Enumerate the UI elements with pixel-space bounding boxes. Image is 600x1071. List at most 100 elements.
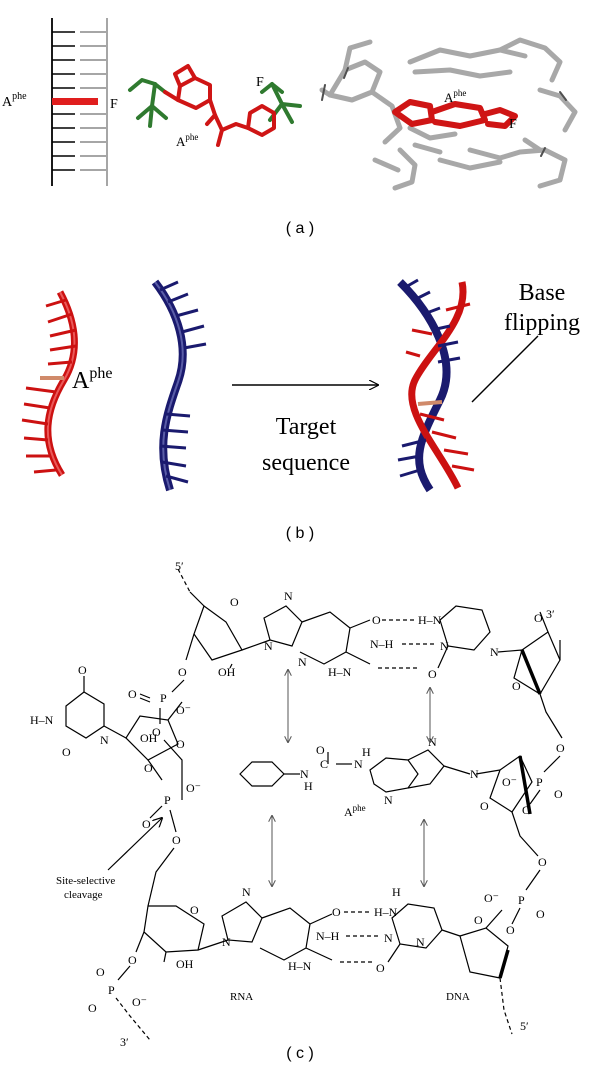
dna-label: DNA [446, 991, 470, 1003]
g-top-o: O [372, 613, 381, 627]
bottom-cytosine [387, 903, 461, 963]
svg-text:O: O [144, 761, 153, 775]
svg-text:OH: OH [140, 731, 158, 745]
svg-text:O: O [480, 799, 489, 813]
top-p-o1: O [128, 687, 137, 701]
svg-text:N: N [470, 767, 479, 781]
target-label-line1: Target [276, 414, 337, 440]
top-p-ominus: O⁻ [176, 703, 191, 717]
svg-text:O: O [506, 923, 515, 937]
top-cytosine [437, 605, 491, 669]
svg-text:N: N [222, 935, 231, 949]
top-p: P [160, 691, 167, 705]
bottom-5prime: 5′ [520, 1019, 529, 1033]
svg-text:N: N [428, 735, 437, 749]
svg-text:O: O [78, 663, 87, 677]
base-flipping-line1: Base [519, 280, 566, 306]
duplex-flipped-base [417, 400, 443, 406]
bottom-p: P [108, 983, 115, 997]
svg-text:O⁻: O⁻ [484, 891, 499, 905]
cleavage-line2: cleavage [64, 889, 103, 901]
red-rna-strand [21, 290, 78, 477]
svg-text:O: O [62, 745, 71, 759]
svg-text:O: O [512, 679, 521, 693]
ladder-f-label: F [110, 97, 118, 112]
aphe-pair-bar [52, 98, 98, 105]
svg-text:N–H: N–H [316, 929, 340, 943]
svg-text:H: H [304, 779, 313, 793]
aphe-red-sticks [163, 64, 276, 147]
base-flipping-pointer [471, 335, 539, 403]
svg-text:O: O [128, 953, 137, 967]
aphe-central [239, 749, 471, 793]
svg-text:O: O [190, 903, 199, 917]
rna-bottom-ribose [135, 905, 229, 963]
svg-text:O: O [96, 965, 105, 979]
svg-text:O: O [376, 961, 385, 975]
ladder-aphe-label: Aphe [2, 91, 27, 110]
cleavage-arrow [107, 818, 162, 871]
svg-text:H–N: H–N [288, 959, 312, 973]
strand-aphe-label: Aphe [72, 365, 112, 394]
svg-text:N: N [100, 733, 109, 747]
rna-top-ribose [177, 568, 271, 669]
panel-a-label: ( a ) [286, 220, 314, 237]
top-oh: OH [218, 665, 236, 679]
base-flipping-line2: flipping [504, 310, 580, 336]
top-p-o2: O [152, 725, 161, 739]
model-f-label: F [509, 117, 517, 132]
panel-b: Aphe Target sequence [21, 278, 580, 542]
aphe-stick-structure: F Aphe [128, 64, 302, 149]
bottom-guanine [221, 901, 333, 961]
svg-text:O: O [142, 817, 151, 831]
svg-text:N: N [300, 767, 309, 781]
svg-text:O: O [556, 741, 565, 755]
central-p: P [164, 793, 171, 807]
right-partner-sticks [260, 82, 302, 124]
left-partner-sticks [128, 78, 168, 128]
ring-o: O [230, 595, 239, 609]
bottom-3prime: 3′ [120, 1035, 129, 1049]
svg-text:N: N [298, 655, 307, 669]
uracil-hn: H–N [30, 713, 54, 727]
model-aphe-red [392, 99, 518, 129]
panel-c: O 5′ OH O P O O⁻ O N N N O N–H H–N H–N [30, 559, 565, 1062]
svg-text:O: O [172, 833, 181, 847]
dna-bottom-deoxyribose [459, 909, 513, 1035]
svg-text:N: N [264, 639, 273, 653]
top-o-link: O [178, 665, 187, 679]
model-aphe-label: Aphe [444, 88, 466, 105]
top-guanine [263, 605, 371, 665]
structure-f-label: F [256, 75, 264, 90]
aphe-label: Aphe [344, 803, 366, 819]
duplex-3d-model: Aphe F [319, 37, 578, 191]
svg-text:O: O [332, 905, 341, 919]
duplex-ladder-schematic: Aphe F [2, 18, 118, 186]
svg-text:N: N [354, 757, 363, 771]
svg-text:O: O [522, 803, 531, 817]
svg-text:H: H [362, 745, 371, 759]
svg-text:O⁻: O⁻ [502, 775, 517, 789]
rna-label: RNA [230, 991, 253, 1003]
dna-top-deoxyribose [497, 611, 563, 739]
svg-text:C: C [320, 757, 328, 771]
g-top-hn: H–N [328, 665, 352, 679]
svg-text:O: O [554, 787, 563, 801]
svg-text:N: N [284, 589, 293, 603]
panel-a: Aphe F [2, 18, 578, 237]
hybrid-duplex [397, 278, 475, 493]
svg-text:N: N [384, 793, 393, 807]
svg-text:O: O [534, 611, 543, 625]
blue-dna-strand [151, 279, 207, 492]
panel-c-label: ( c ) [286, 1045, 314, 1062]
uracil-ribose [65, 676, 183, 781]
svg-text:O⁻: O⁻ [186, 781, 201, 795]
svg-text:O: O [316, 743, 325, 757]
svg-text:O: O [88, 1001, 97, 1015]
svg-text:O: O [176, 737, 185, 751]
cleavage-line1: Site-selective [56, 875, 115, 887]
svg-text:H: H [392, 885, 401, 899]
svg-text:O: O [538, 855, 547, 869]
dna-central-deoxyribose [475, 755, 539, 857]
